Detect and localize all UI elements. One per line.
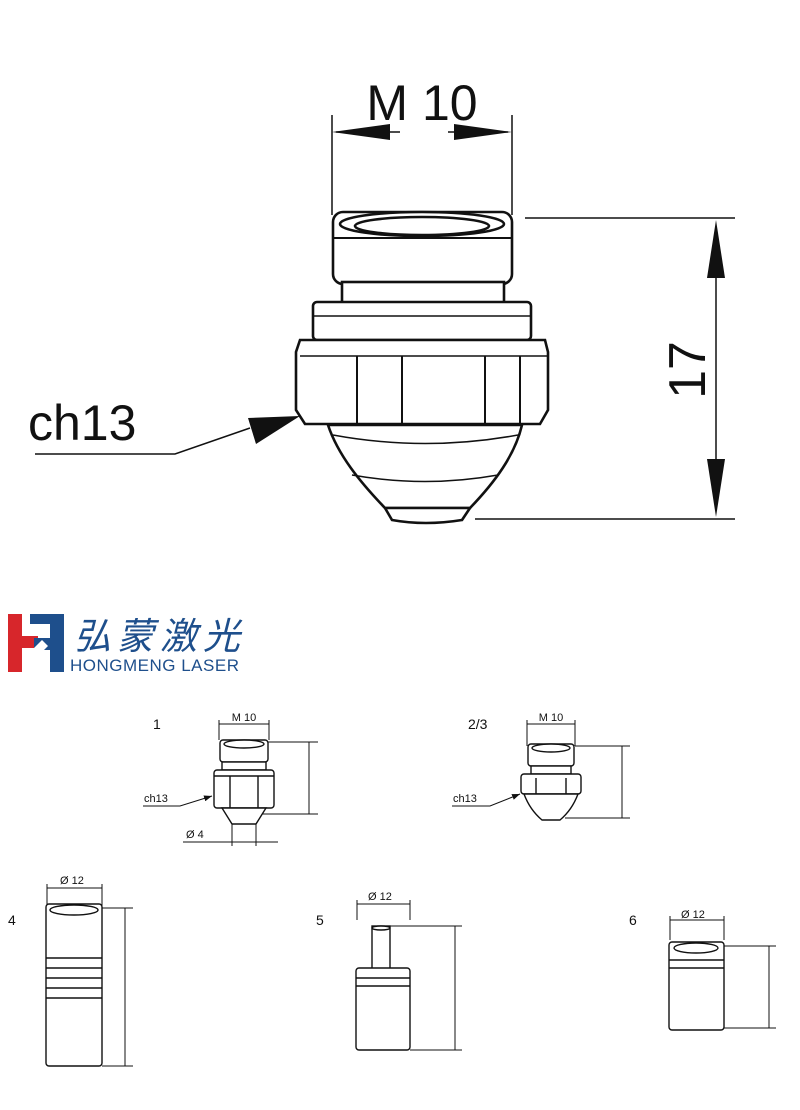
brand-name-cn: 弘蒙激光 <box>74 615 246 658</box>
variant-number: 2/3 <box>468 716 488 732</box>
variant-hex-label: ch13 <box>144 793 168 805</box>
variant-diameter-label: Ø 12 <box>681 909 705 921</box>
leader-arrow-icon <box>248 416 300 444</box>
thread-dimension: M 10 <box>331 75 513 215</box>
variant-diameter-label: Ø 12 <box>60 875 84 887</box>
variant-number: 4 <box>8 912 16 928</box>
variant-diameter-label: Ø 4 <box>186 829 204 841</box>
variant-number: 5 <box>316 912 324 928</box>
variant-6: 6 Ø 12 <box>629 909 776 1031</box>
variant-thread-label: M 10 <box>232 712 256 724</box>
arrow-up-icon <box>707 220 725 278</box>
height-dimension: 17 <box>475 217 735 520</box>
brand-name-en: HONGMENG LASER <box>70 656 240 675</box>
variant-2-3: 2/3 M 10 ch13 <box>452 712 630 821</box>
variant-4: 4 Ø 12 <box>8 875 133 1067</box>
brand-logo-icon <box>8 614 64 672</box>
height-label: 17 <box>659 341 717 399</box>
main-nozzle-drawing: M 10 17 ch13 <box>28 75 735 525</box>
variant-1: 1 M 10 ch13 Ø 4 <box>143 712 318 846</box>
hex-label: ch13 <box>28 395 136 451</box>
variant-thread-label: M 10 <box>539 712 563 724</box>
thread-label: M 10 <box>366 75 477 131</box>
variants-drawing: 1 M 10 ch13 Ø 4 2/3 M 10 <box>8 712 776 1067</box>
variant-diameter-label: Ø 12 <box>368 891 392 903</box>
variant-hex-label: ch13 <box>453 793 477 805</box>
variant-5: 5 Ø 12 <box>316 891 462 1051</box>
nozzle-body <box>294 210 550 525</box>
arrow-right-icon <box>454 124 512 140</box>
arrow-left-icon <box>332 124 390 140</box>
variant-number: 6 <box>629 912 637 928</box>
hex-leader: ch13 <box>28 395 300 455</box>
variant-number: 1 <box>153 716 161 732</box>
arrow-down-icon <box>707 459 725 517</box>
